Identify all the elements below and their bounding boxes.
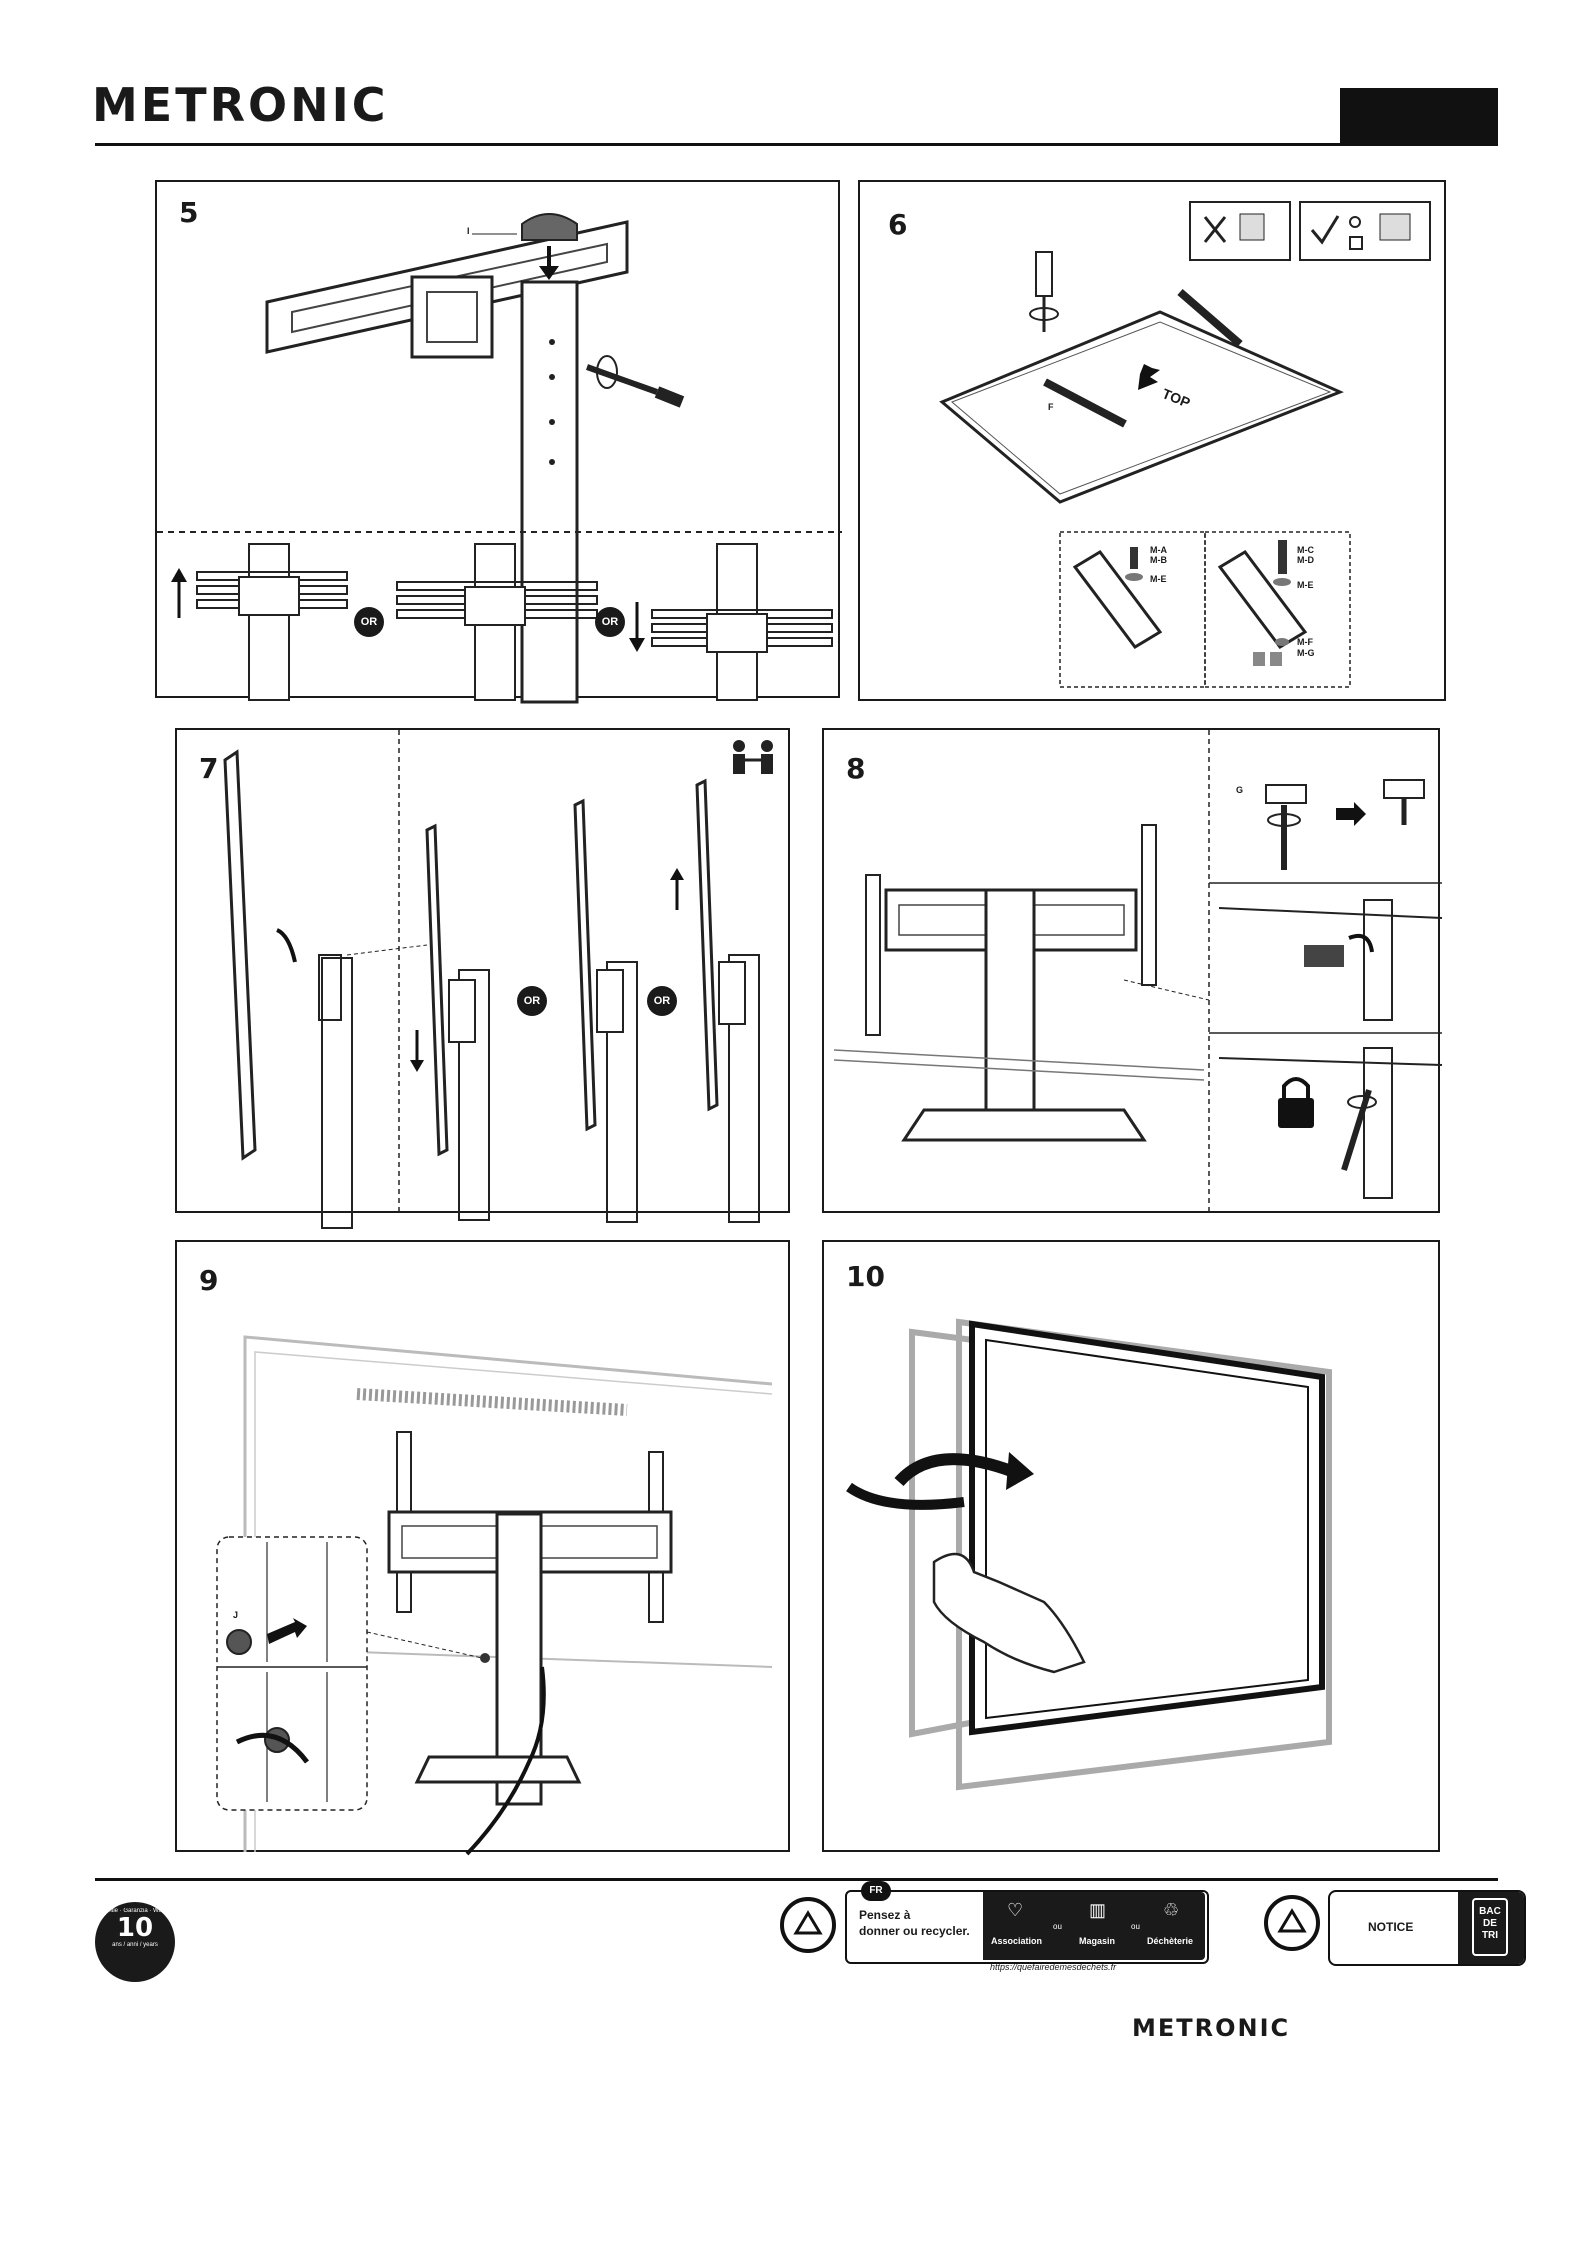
- option-decheterie: Déchèterie: [1147, 1936, 1193, 1946]
- step-5-illustration: [157, 182, 842, 700]
- or-badge: OR: [354, 607, 384, 637]
- shop-icon: ▥: [1089, 1900, 1106, 1921]
- part-label-m-b: M-B: [1150, 555, 1167, 565]
- bin-label-line: DE: [1474, 1918, 1506, 1930]
- header-black-tab: [1340, 88, 1498, 144]
- bin-label-line: TRI: [1474, 1930, 1506, 1942]
- recycle-url[interactable]: https://quefairedemesdechets.fr: [990, 1962, 1116, 1972]
- part-label-m-d: M-D: [1297, 555, 1314, 565]
- part-label-m-e: M-E: [1297, 580, 1314, 590]
- recycle-options-panel: Association ou Magasin ou Déchèterie ♡ ▥…: [983, 1892, 1205, 1960]
- recycle-text-line2: donner ou recycler.: [859, 1924, 970, 1938]
- part-label-m-f: M-F: [1297, 637, 1313, 647]
- option-magasin: Magasin: [1079, 1936, 1115, 1946]
- bin-icon: BAC DE TRI: [1472, 1898, 1508, 1956]
- step-6-panel: 6 TOP F M-A M-B M-E M-C M-D M-E: [858, 180, 1446, 701]
- sorting-box: NOTICE BAC DE TRI: [1328, 1890, 1526, 1966]
- recycling-center-icon: ♲: [1163, 1900, 1179, 1921]
- heart-hand-icon: ♡: [1007, 1900, 1023, 1921]
- step-10-panel: 10: [822, 1240, 1440, 1852]
- step-6-illustration: [860, 182, 1448, 703]
- country-badge: FR: [861, 1881, 891, 1901]
- warranty-unit-text: ans / anni / years: [95, 1942, 175, 1948]
- step-7-panel: 7 OR OR: [175, 728, 790, 1213]
- or-badge: OR: [595, 607, 625, 637]
- step-5-panel: 5: [155, 180, 840, 698]
- or-badge: OR: [517, 986, 547, 1016]
- option-association: Association: [991, 1936, 1042, 1946]
- recycle-text-line1: Pensez à: [859, 1908, 910, 1922]
- part-label-m-a: M-A: [1150, 545, 1167, 555]
- step-9-panel: 9 J: [175, 1240, 790, 1852]
- bin-panel: BAC DE TRI: [1458, 1892, 1524, 1964]
- step-8-panel: 8 G: [822, 728, 1440, 1213]
- recycle-icon: [1262, 1893, 1322, 1953]
- recycle-info-box: FR Pensez à donner ou recycler. Associat…: [845, 1890, 1209, 1964]
- brand-logo: METRONIC: [92, 78, 388, 132]
- step-7-illustration: [177, 730, 792, 1215]
- step-8-illustration: [824, 730, 1442, 1215]
- part-label-m-e: M-E: [1150, 574, 1167, 584]
- footer-brand-logo: METRONIC: [1132, 2014, 1290, 2042]
- or-badge: OR: [647, 986, 677, 1016]
- step-9-illustration: [177, 1242, 792, 1854]
- option-separator: ou: [1053, 1922, 1062, 1931]
- part-label-f: F: [1048, 402, 1054, 412]
- footer-rule: [95, 1878, 1498, 1881]
- bin-label-line: BAC: [1474, 1906, 1506, 1918]
- warranty-number: 10: [95, 1914, 175, 1942]
- recycle-icon: [778, 1895, 838, 1955]
- part-label-g: G: [1236, 785, 1243, 795]
- header-rule: [95, 143, 1498, 146]
- part-label-m-c: M-C: [1297, 545, 1314, 555]
- option-separator: ou: [1131, 1922, 1140, 1931]
- part-label-i: I: [467, 226, 470, 236]
- part-label-j: J: [233, 1610, 238, 1620]
- part-label-m-g: M-G: [1297, 648, 1315, 658]
- notice-label: NOTICE: [1368, 1920, 1413, 1934]
- step-10-illustration: [824, 1242, 1442, 1854]
- warranty-seal: Garantie · Garanzia · Warranty 10 ans / …: [95, 1902, 175, 1982]
